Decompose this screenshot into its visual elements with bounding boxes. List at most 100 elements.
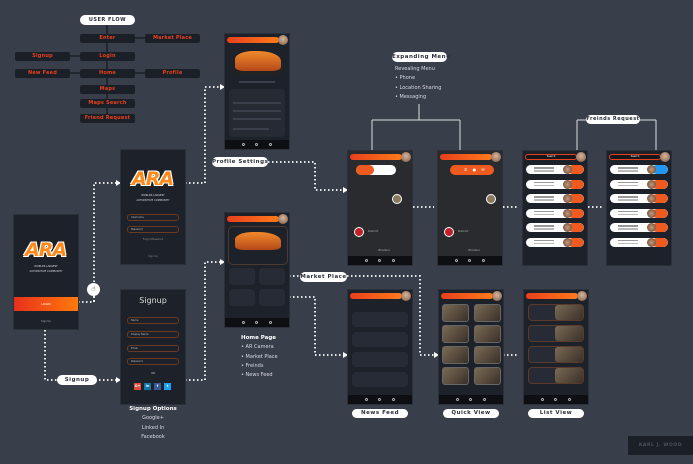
friend-request-row[interactable]	[526, 208, 584, 218]
news-feed-tile[interactable]	[259, 289, 285, 306]
map-pin[interactable]	[486, 194, 496, 204]
friend-request-row[interactable]	[526, 194, 584, 203]
flow-node-home: Home	[80, 69, 135, 78]
avatar	[278, 214, 288, 224]
flow-node-market-place: Market Place	[145, 34, 200, 43]
avatar	[278, 35, 288, 45]
friends-screen: Search	[522, 150, 588, 266]
flow-node-maps-search: Maps Search	[80, 99, 135, 108]
password-field[interactable]: Password	[127, 226, 179, 233]
market-place-tile[interactable]	[259, 268, 285, 285]
product-thumbnail[interactable]	[442, 304, 469, 322]
map-pin[interactable]	[354, 227, 364, 237]
friend-request-row[interactable]	[526, 237, 584, 247]
option-google: Google+	[142, 415, 164, 422]
user-flow-title: USER FLOW	[80, 15, 135, 25]
note-friends: Freinds	[245, 362, 264, 369]
friend-request-row[interactable]	[526, 165, 584, 174]
home-page-notes: Home Page • AR Camera • Market Place • F…	[241, 335, 278, 379]
note-messaging: Messaging	[399, 93, 427, 100]
product-thumbnail[interactable]	[474, 367, 501, 385]
search-bar[interactable]: Search	[609, 154, 661, 160]
search-bar[interactable]: Search	[525, 154, 577, 160]
product-thumbnail[interactable]	[442, 346, 469, 364]
friend-request-row[interactable]	[526, 223, 584, 232]
product-thumbnail[interactable]	[442, 325, 469, 343]
news-feed-label: News Feed	[352, 409, 408, 418]
quick-view-screen	[438, 289, 504, 405]
product-list-item[interactable]	[528, 304, 584, 321]
signup-title: Signup	[139, 296, 167, 305]
forgot-password-link[interactable]: Forgot Password	[142, 238, 164, 241]
signup-label: Signup	[57, 375, 97, 385]
password-field[interactable]: Password	[127, 358, 179, 365]
signup-link[interactable]: Sign Up	[41, 320, 51, 323]
friends-request-label: Freinds Request	[586, 115, 640, 124]
email-field[interactable]: Email	[127, 345, 179, 352]
google-plus-icon[interactable]: G+	[134, 383, 141, 390]
name-field[interactable]: Name	[127, 317, 179, 324]
note-ar-camera: AR Camera	[245, 344, 274, 351]
friend-request-row[interactable]	[610, 223, 668, 232]
product-thumbnail[interactable]	[474, 346, 501, 364]
tagline: WORLDS LARGEST	[34, 265, 58, 268]
city-label: Detroit	[458, 229, 469, 233]
quick-view-label: Quick View	[443, 409, 499, 418]
display-name-field[interactable]: Display Name	[127, 331, 179, 338]
note-market-place: Market Place	[245, 353, 278, 360]
friend-request-row[interactable]	[610, 208, 668, 218]
friend-request-row[interactable]	[526, 179, 584, 189]
login-button[interactable]: LOGIN	[14, 297, 78, 311]
map-pin[interactable]	[392, 194, 402, 204]
username-field[interactable]: Username	[127, 214, 179, 221]
friend-request-row[interactable]	[610, 194, 668, 203]
expanding-menu-label: Expanding Menu	[392, 52, 451, 62]
product-list-item[interactable]	[528, 346, 584, 363]
product-list-item[interactable]	[528, 325, 584, 342]
product-thumbnail[interactable]	[474, 325, 501, 343]
expanding-menu-notes: Revealing Menu • Phone • Location Sharin…	[395, 66, 442, 100]
ara-logo: ARA	[132, 168, 174, 190]
tap-hand-icon: ☝	[87, 283, 100, 296]
friends-screen-accepted: Search	[606, 150, 672, 266]
flow-node-login: Login	[80, 52, 135, 61]
flow-node-new-feed: New Feed	[15, 69, 70, 78]
ar-camera-tile[interactable]	[229, 268, 255, 285]
market-place-label: Market Place	[300, 272, 347, 282]
car-image	[235, 232, 281, 250]
signup-link[interactable]: Sign Up	[148, 255, 158, 258]
car-image	[235, 51, 281, 71]
signup-screen: Signup Name Display Name Email Password …	[120, 289, 186, 405]
product-thumbnail[interactable]	[442, 367, 469, 385]
expanded-menu[interactable]: ✆ ● ✉	[450, 165, 494, 175]
friend-request-row[interactable]	[610, 165, 668, 174]
profile-screen	[224, 33, 290, 150]
option-facebook: Facebook	[141, 433, 165, 440]
flow-node-enter: Enter	[80, 34, 135, 43]
login-screen: ARA WORLDS LARGEST AUTOMOTIVE COMMUNITY …	[120, 149, 186, 265]
home-page-title: Home Page	[241, 335, 277, 341]
or-divider: OR	[151, 372, 155, 375]
friend-request-row[interactable]	[610, 179, 668, 189]
city-label: Windsor	[378, 248, 391, 252]
city-label: Windsor	[468, 248, 481, 252]
news-feed-screen	[347, 289, 413, 405]
map-pin[interactable]	[444, 227, 454, 237]
list-view-screen	[523, 289, 589, 405]
product-thumbnail[interactable]	[474, 304, 501, 322]
facebook-icon[interactable]: f	[154, 383, 161, 390]
flow-node-profile: Profile	[145, 69, 200, 78]
tagline-sub: AUTOMOTIVE COMMUNITY	[136, 199, 170, 202]
twitter-icon[interactable]: t	[164, 383, 171, 390]
list-view-label: List View	[528, 409, 584, 418]
option-linkedin: Linked In	[141, 424, 165, 431]
linkedin-icon[interactable]: in	[144, 383, 151, 390]
map-screen-expanded: ✆ ● ✉ Detroit Windsor	[437, 150, 503, 266]
product-list-item[interactable]	[528, 367, 584, 384]
city-label: Detroit	[368, 229, 379, 233]
note-news-feed: News Feed	[245, 372, 273, 379]
friends-tile[interactable]	[229, 289, 255, 306]
tagline-sub: AUTOMOTIVE COMMUNITY	[29, 270, 63, 273]
friend-request-row[interactable]	[610, 237, 668, 247]
